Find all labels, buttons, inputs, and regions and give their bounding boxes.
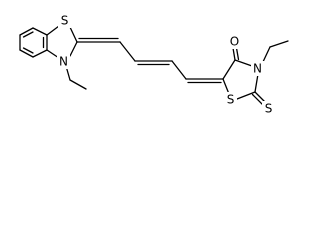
atom-label-o-carbonyl: O	[230, 35, 239, 49]
bond-benzene-2	[32, 27, 48, 36]
atom-n-benzothiazole: N	[57, 54, 70, 69]
atom-label-s-benzothiazole: S	[61, 14, 69, 28]
bond-c2-s1	[236, 91, 256, 100]
bond-benzene-1	[19, 27, 34, 36]
bond-n3-c2	[254, 73, 259, 93]
bond-c3prime-c4prime	[171, 60, 187, 80]
atom-s-thiazolidinone-ring: S	[224, 92, 237, 107]
bond-benzene-5	[19, 49, 34, 58]
atom-label-n-benzothiazole: N	[59, 55, 68, 69]
bond-c2-thioxo-double	[251, 93, 265, 107]
atom-o-carbonyl: O	[228, 34, 241, 49]
atom-labels: S N O N S S	[57, 13, 275, 116]
atom-label-n-thiazolidinone: N	[253, 62, 262, 76]
atom-s-thioxo: S	[262, 101, 275, 116]
bond-n-ethyl-ch2-ch3	[269, 40, 289, 48]
bond-c4-n3	[234, 59, 253, 67]
bond-c7a-s1	[46, 25, 60, 36]
bond-c1prime-c2prime	[119, 41, 136, 62]
bonds	[19, 24, 289, 107]
bond-c2-n3	[69, 41, 78, 57]
bond-c4-o	[232, 47, 236, 61]
chemical-structure: S N O N S S	[19, 13, 289, 116]
atom-label-s-thiazolidinone-ring: S	[227, 93, 235, 107]
bond-benzene-4	[32, 49, 48, 58]
atom-s-benzothiazole: S	[58, 13, 71, 28]
bond-benzene-inner-1	[22, 31, 34, 38]
atom-n-thiazolidinone: N	[251, 61, 264, 76]
bond-s1-c5	[222, 78, 230, 95]
bond-benzene-inner-3	[22, 47, 34, 54]
bond-c5-c4	[222, 59, 236, 80]
bond-c4-o-double	[235, 47, 240, 61]
atom-label-s-thioxo: S	[265, 102, 273, 116]
bond-ethyl-ch2-ch3	[69, 79, 87, 90]
